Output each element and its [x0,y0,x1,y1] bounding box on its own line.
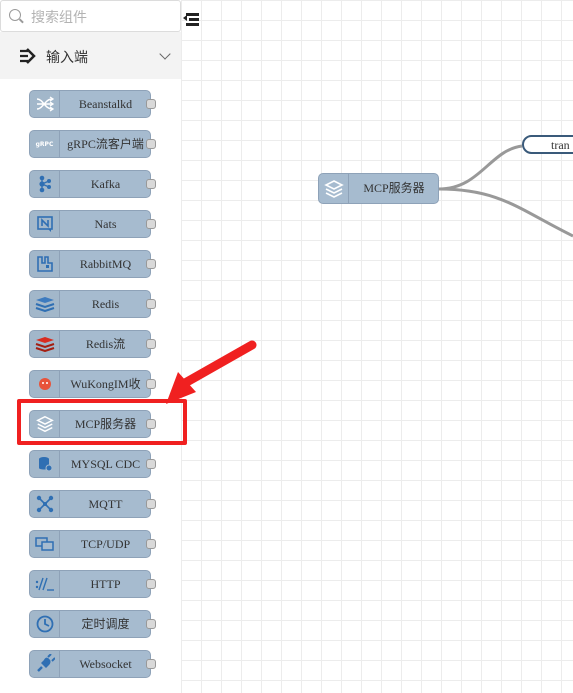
output-port[interactable] [146,659,156,669]
output-port[interactable] [146,539,156,549]
output-port[interactable] [146,379,156,389]
palette-node-wukongim[interactable]: WuKongIM收 [29,370,156,398]
palette-node-scheduler[interactable]: 定时调度 [29,610,156,638]
grpc-icon: gRPC [30,131,60,157]
palette-node-grpc[interactable]: gRPC gRPC流客户端 [29,130,156,158]
node-label: Websocket [79,657,132,671]
palette-node-mqtt[interactable]: MQTT [29,490,156,518]
layers-icon [319,174,349,203]
palette-node-mcp-server[interactable]: MCP服务器 [29,410,156,438]
workspace-node-label: MCP服务器 [363,181,425,195]
category-label: 输入端 [46,49,88,65]
redis-icon [30,291,60,317]
output-port[interactable] [146,459,156,469]
workspace-mcp-server-node[interactable]: MCP服务器 [318,173,439,204]
palette-node-mysql-cdc[interactable]: MYSQL CDC [29,450,156,478]
output-port[interactable] [146,619,156,629]
layers-icon [30,411,60,437]
wukongim-icon [30,371,60,397]
node-label: gRPC流客户端 [67,137,144,151]
node-label: Nats [94,217,117,231]
input-arrow-icon [20,48,36,64]
palette-sidebar: 输入端 Beanstalkd gRPC gRPC流客户端 Kafka Nats … [0,0,187,693]
palette-node-kafka[interactable]: Kafka [29,170,156,198]
network-icon [30,531,60,557]
clock-icon [30,611,60,637]
palette-node-rabbitmq[interactable]: RabbitMQ [29,250,156,278]
output-port[interactable] [146,99,156,109]
palette-node-http[interactable]: HTTP [29,570,156,598]
output-port[interactable] [146,139,156,149]
wire-to-offscreen [438,187,573,238]
tran-node-label: tran [551,138,570,152]
database-icon [30,451,60,477]
search-icon [9,9,21,21]
output-port[interactable] [146,419,156,429]
output-port[interactable] [146,259,156,269]
node-label: HTTP [90,577,121,591]
search-box[interactable] [0,0,181,32]
node-label: Beanstalkd [78,97,133,111]
highlight-box [17,399,187,445]
category-header-input[interactable]: 输入端 [0,32,181,79]
flow-workspace[interactable] [181,0,573,693]
palette-node-tcp-udp[interactable]: TCP/UDP [29,530,156,558]
output-port[interactable] [146,579,156,589]
node-label: 定时调度 [81,617,130,631]
output-port[interactable] [146,499,156,509]
kafka-icon [30,171,60,197]
palette-node-beanstalkd[interactable]: Beanstalkd [29,90,156,118]
search-input[interactable] [31,7,176,27]
output-port[interactable] [146,179,156,189]
palette-node-redis[interactable]: Redis [29,290,156,318]
node-label: WuKongIM收 [70,377,141,391]
palette-node-redis-stream[interactable]: Redis流 [29,330,156,358]
node-label: MYSQL CDC [70,457,141,471]
wire-to-tran [438,144,523,191]
node-label: MCP服务器 [74,417,137,431]
node-label: TCP/UDP [80,537,131,551]
collapse-sidebar-icon[interactable] [183,12,199,26]
node-label: Redis [91,297,120,311]
node-label: RabbitMQ [79,257,132,271]
node-label: Kafka [90,177,121,191]
output-port[interactable] [146,219,156,229]
plug-icon [30,651,60,677]
node-label: MQTT [88,497,123,511]
shuffle-icon [30,91,60,117]
node-label: Redis流 [85,337,126,351]
http-icon [30,571,60,597]
tran-node[interactable]: tran [522,135,573,154]
palette-node-websocket[interactable]: Websocket [29,650,156,678]
palette-node-nats[interactable]: Nats [29,210,156,238]
redis-stream-icon [30,331,60,357]
mqtt-icon [30,491,60,517]
output-port[interactable] [146,339,156,349]
nats-icon [30,211,60,237]
output-port[interactable] [146,299,156,309]
rabbitmq-icon [30,251,60,277]
